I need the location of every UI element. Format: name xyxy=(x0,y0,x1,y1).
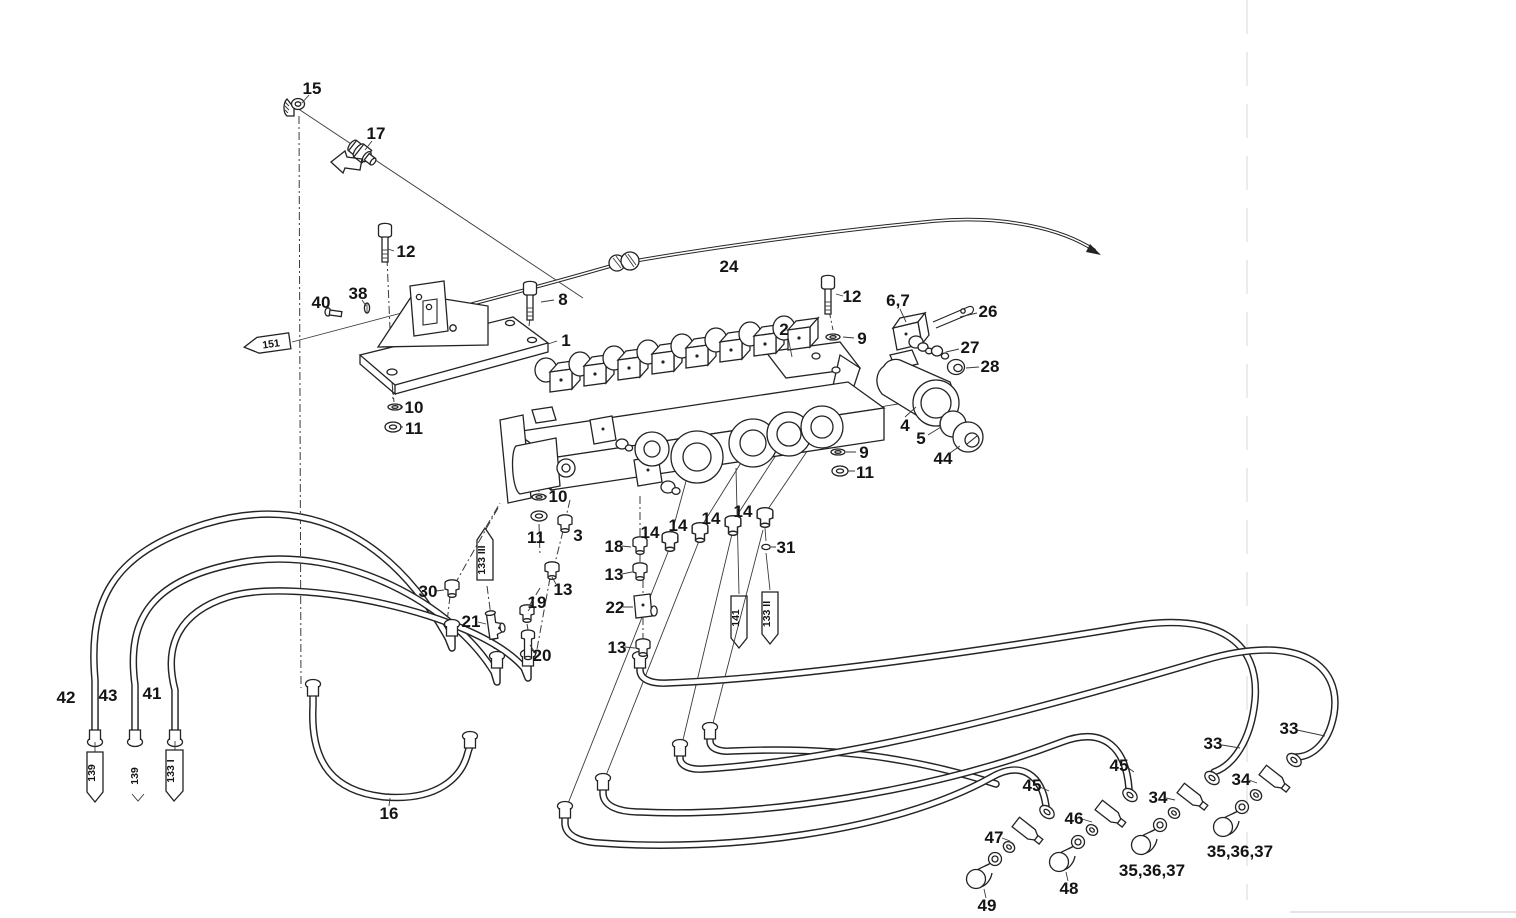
part-label-45b: 45 xyxy=(1110,756,1129,775)
part-label-2: 2 xyxy=(779,320,788,339)
part-label-42: 42 xyxy=(57,688,76,707)
cylinder-4 xyxy=(876,349,960,427)
part-label-48: 48 xyxy=(1060,879,1079,898)
tag-141-text: 141 xyxy=(730,609,742,627)
tag-139-b-text: 139 xyxy=(129,767,141,785)
part-label-35-36-37b: 35,36,37 xyxy=(1207,842,1273,861)
part-label-41: 41 xyxy=(143,684,162,703)
part-label-27: 27 xyxy=(961,338,980,357)
part-label-26: 26 xyxy=(979,302,998,321)
part-label-9b: 9 xyxy=(859,443,868,462)
pressure-switch-assembly xyxy=(876,305,984,453)
part-label-5: 5 xyxy=(916,429,925,448)
seal-ring-31 xyxy=(761,543,771,551)
reference-tags: 151 133 III 141 133 II 139 139 133 I xyxy=(86,332,779,804)
filter-housing xyxy=(499,406,576,504)
cable-24 xyxy=(470,217,1101,306)
cable-grommet xyxy=(608,251,640,272)
part-label-33b: 33 xyxy=(1280,719,1299,738)
part-label-20: 20 xyxy=(533,646,552,665)
part-label-34a: 34 xyxy=(1149,788,1168,807)
tag-139-b: 139 xyxy=(129,767,145,802)
small-hardware xyxy=(283,97,849,661)
bracket-tab xyxy=(409,280,449,337)
part-label-33a: 33 xyxy=(1204,734,1223,753)
part-label-40: 40 xyxy=(312,293,331,312)
part-label-16: 16 xyxy=(380,804,399,823)
part-label-46: 46 xyxy=(1065,809,1084,828)
tag-133-i: 133 I xyxy=(165,741,184,803)
part-label-3: 3 xyxy=(573,526,582,545)
part-number-labels: 15 17 12 40 38 8 1 24 2 12 9 6,7 26 27 2… xyxy=(57,79,1299,915)
fitting-27 xyxy=(930,345,950,360)
part-label-11c: 11 xyxy=(527,528,545,547)
part-label-49: 49 xyxy=(978,896,997,915)
part-label-4: 4 xyxy=(900,416,910,435)
part-label-17: 17 xyxy=(367,124,386,143)
part-label-9a: 9 xyxy=(857,329,866,348)
part-label-15: 15 xyxy=(303,79,322,98)
tag-141: 141 xyxy=(730,595,748,650)
part-label-31: 31 xyxy=(777,538,796,557)
part-label-11b: 11 xyxy=(856,463,874,482)
part-label-34b: 34 xyxy=(1232,770,1251,789)
tag-151-text: 151 xyxy=(262,337,281,351)
part-label-14b: 14 xyxy=(669,516,688,535)
part-label-43: 43 xyxy=(99,686,118,705)
part-label-19: 19 xyxy=(528,593,547,612)
mounting-bracket xyxy=(358,280,550,396)
elbow-fitting-15 xyxy=(283,97,306,117)
switch-block-6-7 xyxy=(891,311,934,355)
part-label-30: 30 xyxy=(419,582,438,601)
part-label-47: 47 xyxy=(985,828,1004,847)
part-label-6-7: 6,7 xyxy=(886,291,910,310)
part-label-13a: 13 xyxy=(605,565,624,584)
part-label-8: 8 xyxy=(558,290,567,309)
part-label-24: 24 xyxy=(720,257,739,276)
part-label-11a: 11 xyxy=(405,419,423,438)
scan-artifacts xyxy=(1246,0,1516,913)
part-label-13c: 13 xyxy=(608,638,627,657)
part-label-45a: 45 xyxy=(1023,776,1042,795)
label-leaders xyxy=(301,94,1326,899)
part-label-12b: 12 xyxy=(843,287,862,306)
part-label-14c: 14 xyxy=(702,509,721,528)
part-label-10a: 10 xyxy=(405,398,424,417)
part-label-13b: 13 xyxy=(554,580,573,599)
part-label-10b: 10 xyxy=(549,487,568,506)
part-label-14a: 14 xyxy=(641,523,660,542)
screw-40 xyxy=(324,307,343,318)
tag-133-iii: 133 III xyxy=(476,526,494,581)
part-label-14d: 14 xyxy=(734,502,753,521)
part-label-1: 1 xyxy=(561,331,570,350)
solenoid-coils xyxy=(534,315,819,393)
part-label-44: 44 xyxy=(934,449,953,468)
tag-139-a: 139 xyxy=(86,742,104,804)
pilot-valve-a xyxy=(589,415,634,452)
part-label-35-36-37a: 35,36,37 xyxy=(1119,861,1185,880)
plug-28 xyxy=(946,358,966,376)
tag-133-i-text: 133 I xyxy=(165,759,177,782)
part-label-18: 18 xyxy=(605,537,624,556)
part-label-12a: 12 xyxy=(397,242,416,261)
part-label-28: 28 xyxy=(981,357,1000,376)
tag-133-ii-text: 133 II xyxy=(761,601,773,627)
valve-ports xyxy=(634,405,844,484)
direction-arrow xyxy=(329,149,363,175)
clip-26 xyxy=(932,305,974,329)
tag-151: 151 xyxy=(242,332,292,354)
tag-139-a-text: 139 xyxy=(86,764,98,782)
part-label-38: 38 xyxy=(349,284,368,303)
part-label-22: 22 xyxy=(606,598,625,617)
tag-133-iii-text: 133 III xyxy=(476,545,488,574)
tag-133-ii: 133 II xyxy=(761,591,779,646)
cap-44 xyxy=(952,421,984,453)
part-label-21: 21 xyxy=(462,612,481,631)
